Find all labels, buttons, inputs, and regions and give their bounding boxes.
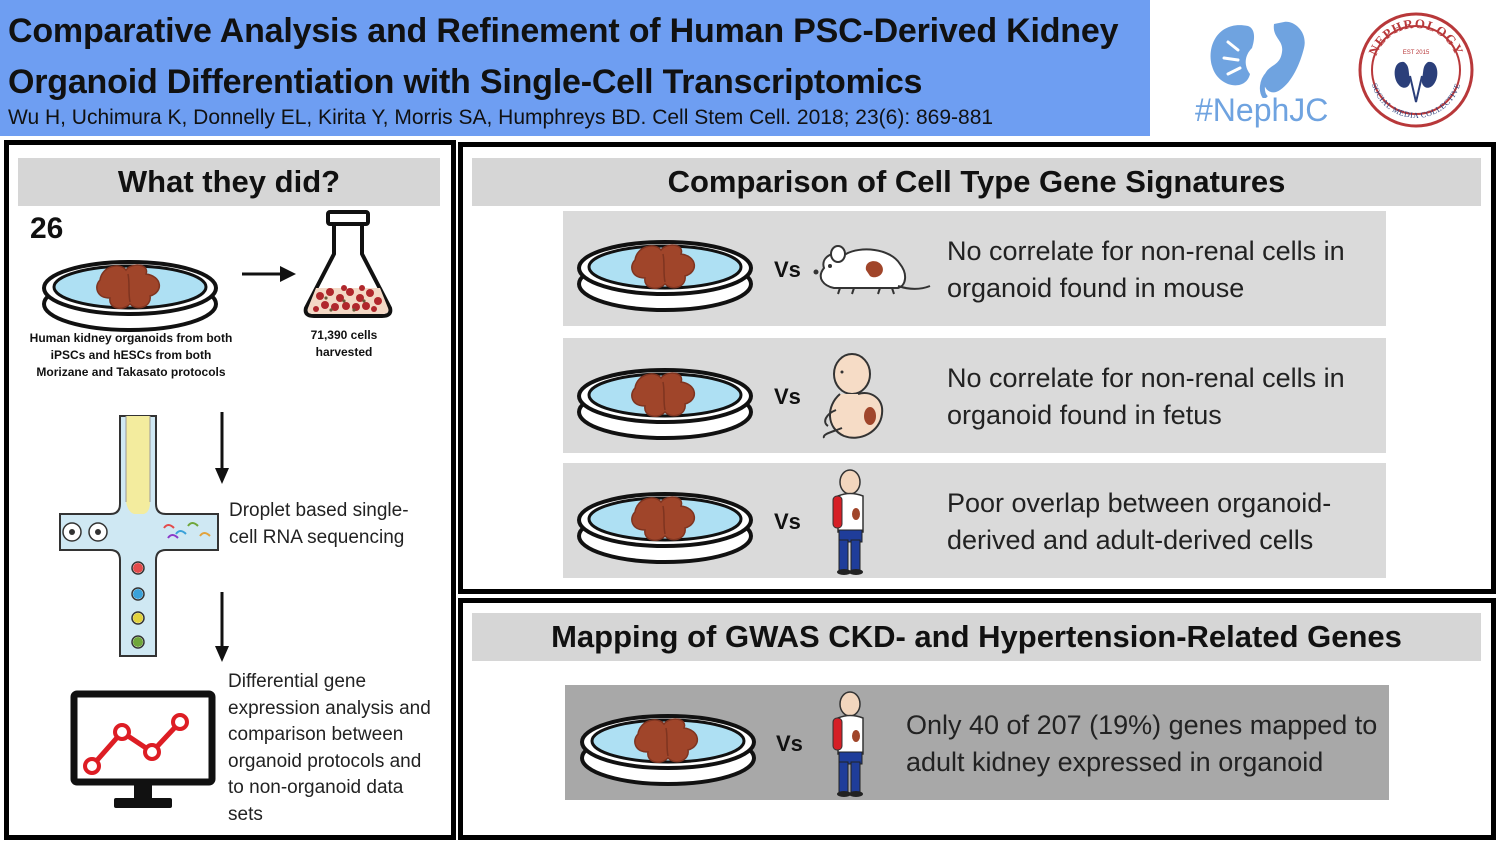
what-they-did-heading: What they did? xyxy=(18,158,440,206)
gwas-text: Only 40 of 207 (19%) genes mapped to adu… xyxy=(906,710,1378,777)
step1-text: Droplet based single-cell RNA sequencing xyxy=(229,500,409,548)
citation: Wu H, Uchimura K, Donnelly EL, Kirita Y,… xyxy=(8,106,994,129)
monitor-chart-icon xyxy=(70,690,216,808)
down-arrow-icon xyxy=(215,592,229,662)
seal-est-text: EST 2015 xyxy=(1403,50,1430,56)
vs-label: Vs xyxy=(774,257,801,282)
petri-dish-icon xyxy=(577,240,753,312)
gwas-heading: Mapping of GWAS CKD- and Hypertension-Re… xyxy=(472,613,1481,661)
right-arrow-icon xyxy=(242,266,296,282)
fetus-icon xyxy=(822,353,884,439)
page-title: Comparative Analysis and Refinement of H… xyxy=(8,12,1119,101)
nephrology-seal-icon: NEPHROLOGY SOCIAL MEDIA COLLECTIVE EST 2… xyxy=(1358,12,1474,128)
comparison-text-adult: Poor overlap between organoid-derived an… xyxy=(947,488,1332,555)
comparison-text-fetus: No correlate for non-renal cells in orga… xyxy=(947,363,1345,430)
mouse-icon xyxy=(813,245,931,295)
organoid-caption: Human kidney organoids from both iPSCs a… xyxy=(29,331,233,379)
microfluidic-chip-icon xyxy=(59,415,219,657)
organoid-count: 26 xyxy=(30,212,64,245)
header-banner xyxy=(0,0,1150,136)
cells-caption: 71,390 cells harvested xyxy=(310,328,378,359)
adult-icon xyxy=(832,691,864,798)
comparison-text-mouse: No correlate for non-renal cells in orga… xyxy=(947,236,1345,303)
flask-icon xyxy=(303,210,393,318)
petri-dish-icon xyxy=(577,368,753,440)
nephjc-hashtag: #NephJC xyxy=(1195,92,1329,128)
vs-label: Vs xyxy=(776,731,803,756)
comparison-heading: Comparison of Cell Type Gene Signatures xyxy=(472,158,1481,206)
vs-label: Vs xyxy=(774,384,801,409)
adult-icon xyxy=(832,469,864,576)
vs-label: Vs xyxy=(774,509,801,534)
petri-dish-icon xyxy=(42,260,218,332)
step2-text: Differential gene expression analysis an… xyxy=(228,671,431,825)
petri-dish-icon xyxy=(577,492,753,564)
nephjc-kidney-logo-icon xyxy=(1210,21,1305,98)
down-arrow-icon xyxy=(215,412,229,484)
petri-dish-icon xyxy=(580,714,756,786)
